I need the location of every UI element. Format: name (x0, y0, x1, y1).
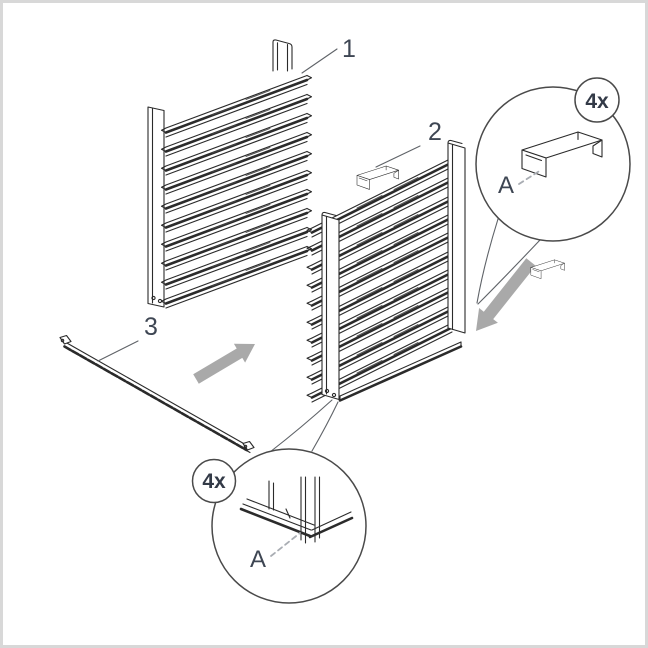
direction-arrow-right (476, 258, 536, 331)
direction-arrow-middle (193, 343, 255, 384)
detail-a-label-top: A (498, 172, 514, 199)
quantity-badge-top-text: 4x (585, 90, 609, 113)
rack-2-rear-post (447, 142, 466, 334)
rack-2 (305, 139, 466, 404)
clip-small-right (530, 259, 565, 279)
rack-2-bottom-rail (338, 341, 463, 402)
rack-1-front-post (147, 106, 165, 308)
quantity-badge-top (574, 77, 620, 123)
rack-2-front-post (321, 214, 340, 401)
leader-line-part2 (375, 145, 421, 168)
part-3-label: 3 (144, 313, 158, 341)
callout-circle-bottom (211, 448, 367, 604)
part-2-label: 2 (428, 118, 442, 146)
callout-circle-top (475, 86, 631, 242)
callout-tail-line (476, 218, 499, 304)
rack-1 (147, 39, 313, 310)
callout-tail-line (269, 399, 333, 453)
leader-line-part3 (97, 340, 139, 362)
cross-rail-3 (59, 334, 255, 454)
callout-tail-line (477, 239, 541, 305)
leader-line-part1 (301, 48, 338, 74)
corner-detail (239, 476, 354, 544)
quantity-badge-bottom-text: 4x (202, 470, 226, 493)
callout-tail-line (311, 401, 339, 452)
detail-a-dashed-leader-top (518, 169, 542, 185)
part-1-label: 1 (342, 35, 356, 63)
detail-a-label-bottom: A (250, 546, 266, 573)
detail-a-dashed-leader-bottom (270, 532, 301, 557)
rack-1-rear-post (272, 39, 293, 72)
callout-bottom: A 4x (191, 399, 367, 604)
quantity-badge-bottom (191, 458, 237, 504)
callout-top-right: A 4x (475, 77, 631, 305)
clip-at-rack-2 (356, 165, 399, 190)
rack-1-shelves (160, 74, 313, 310)
